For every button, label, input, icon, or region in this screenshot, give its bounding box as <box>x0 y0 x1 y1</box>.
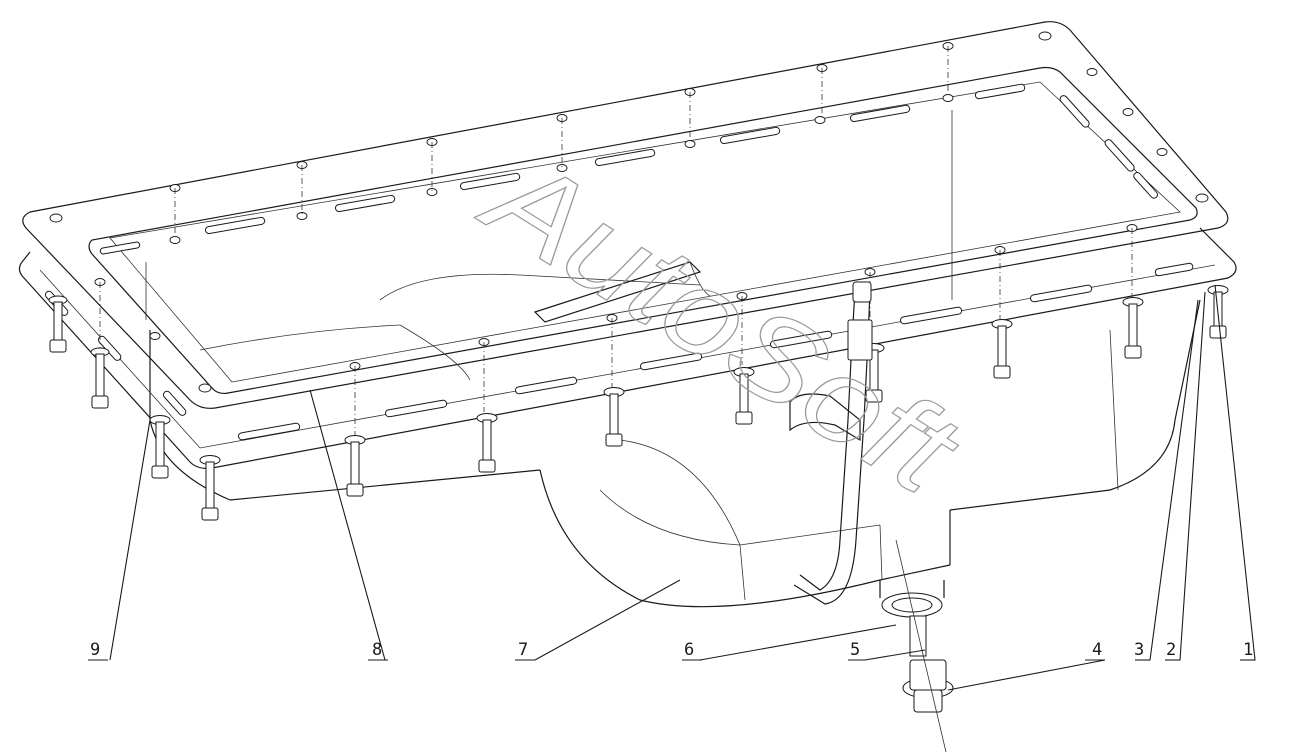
callout-9: 9 <box>90 640 100 660</box>
gasket-holes <box>49 31 1209 393</box>
gasket-slots <box>99 83 1158 255</box>
callout-8: 8 <box>372 640 382 660</box>
bolt <box>733 367 755 425</box>
flange-slots <box>44 262 1194 441</box>
callout-4: 4 <box>1092 640 1102 660</box>
bolts <box>48 285 1229 521</box>
gasket-frame <box>22 21 1229 409</box>
bolt <box>199 455 221 521</box>
callout-leaders <box>88 284 1256 691</box>
bolt <box>476 413 498 473</box>
dipstick-tube <box>789 281 873 605</box>
bolt <box>991 319 1013 379</box>
bolt <box>344 435 366 497</box>
callout-3: 3 <box>1134 640 1144 660</box>
bolt <box>149 415 171 479</box>
oil-pan-flange <box>18 227 1237 469</box>
callout-2: 2 <box>1166 640 1176 660</box>
bolt <box>603 387 625 447</box>
baffle-plate <box>533 261 711 323</box>
callout-7: 7 <box>518 640 528 660</box>
bolt <box>48 295 68 353</box>
callout-1: 1 <box>1243 640 1253 660</box>
oil-pan-body <box>145 110 1201 608</box>
callout-labels: 1 2 3 4 5 6 7 8 9 <box>90 640 1253 660</box>
drain-assembly <box>879 539 954 753</box>
callout-5: 5 <box>850 640 860 660</box>
bolt <box>90 347 110 409</box>
callout-6: 6 <box>684 640 694 660</box>
bolt <box>1122 297 1144 359</box>
